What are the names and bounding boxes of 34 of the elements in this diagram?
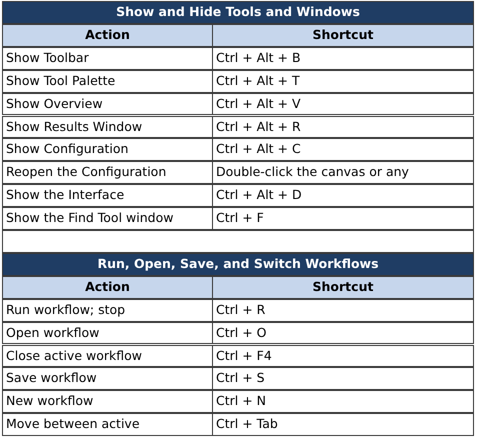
action-name: Show Configuration <box>2 138 213 162</box>
shortcut-keys: Ctrl + Alt + R <box>212 116 474 138</box>
shortcut-keys: Ctrl + Alt + T <box>212 70 474 93</box>
shortcut-keys: Ctrl + S <box>212 367 474 390</box>
shortcut-keys: Ctrl + F <box>212 207 474 230</box>
action-name: Close active workflow <box>2 344 213 368</box>
action-name: Show the Find Tool window <box>2 207 213 230</box>
action-name: Reopen the Configuration <box>2 161 213 184</box>
action-name: Show Tool Palette <box>2 70 213 93</box>
shortcut-keys: Ctrl + Alt + B <box>212 46 474 70</box>
table-title: Show and Hide Tools and Windows <box>2 1 474 24</box>
shortcut-keys: Ctrl + Tab <box>212 413 474 436</box>
action-name: Show Toolbar <box>2 46 213 70</box>
shortcut-keys: Ctrl + Alt + D <box>212 184 474 208</box>
column-header: Action <box>2 24 213 47</box>
column-header: Shortcut <box>212 276 474 299</box>
shortcut-keys: Ctrl + R <box>212 298 474 322</box>
column-header: Action <box>2 276 213 299</box>
shortcut-keys: Ctrl + N <box>212 390 474 414</box>
action-name: Show Overview <box>2 92 213 116</box>
shortcut-keys: Ctrl + O <box>212 322 474 344</box>
action-name: Open workflow <box>2 322 213 344</box>
action-name: Save workflow <box>2 367 213 390</box>
table-title: Run, Open, Save, and Switch Workflows <box>2 252 474 276</box>
action-name: New workflow <box>2 390 213 414</box>
shortcut-keys: Double-click the canvas or any <box>212 161 474 184</box>
action-name: Run workflow; stop <box>2 298 213 322</box>
shortcut-keys: Ctrl + Alt + C <box>212 138 474 162</box>
shortcut-keys: Ctrl + Alt + V <box>212 92 474 116</box>
action-name: Show the Interface <box>2 184 213 208</box>
action-name: Move between active <box>2 413 213 436</box>
column-header: Shortcut <box>212 24 474 47</box>
action-name: Show Results Window <box>2 116 213 138</box>
shortcut-keys: Ctrl + F4 <box>212 344 474 368</box>
